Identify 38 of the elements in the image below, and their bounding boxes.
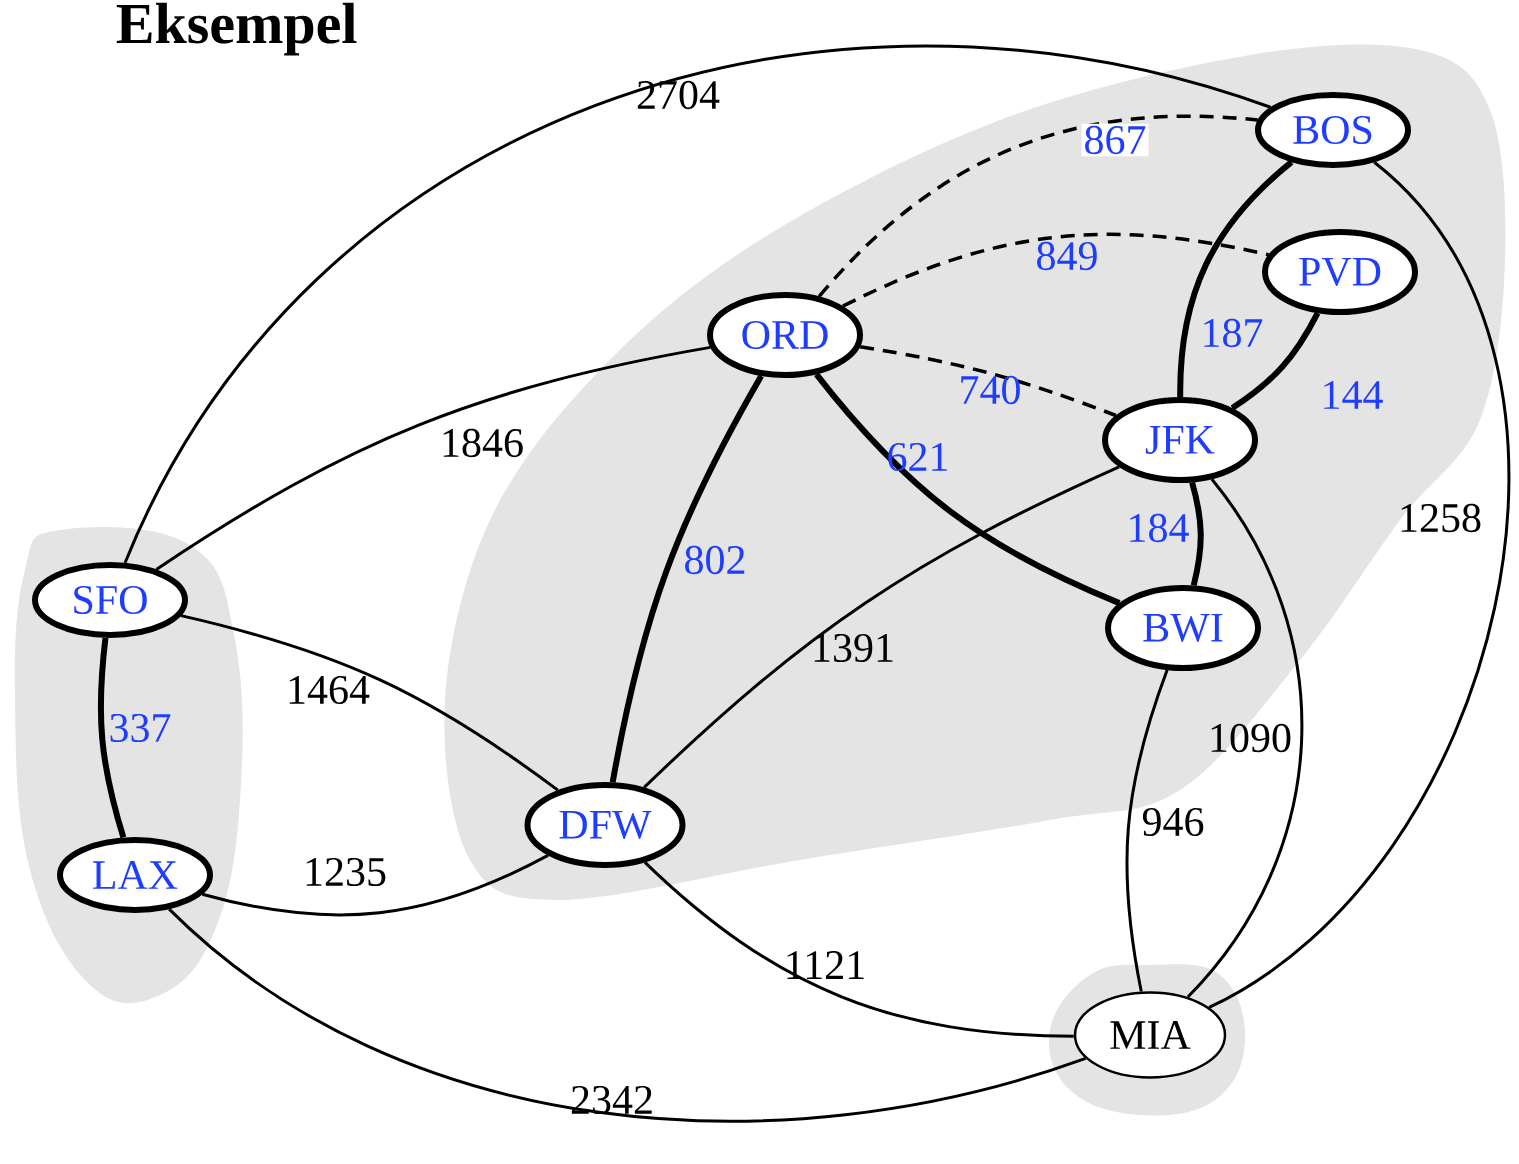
connector-line	[643, 861, 1074, 1038]
edge-label: 337	[110, 713, 171, 743]
edge-label: 621	[888, 442, 947, 472]
connector-line	[817, 114, 1258, 298]
connector-line	[643, 465, 1120, 789]
connector-line	[1189, 481, 1204, 587]
connector-line	[123, 44, 1271, 564]
connector-line	[1186, 478, 1303, 998]
connector-line	[1177, 159, 1294, 398]
edge-label: 1235	[306, 857, 386, 887]
edge-label: 802	[685, 545, 745, 575]
edge-label: 740	[961, 375, 1020, 405]
connector-line	[168, 908, 1087, 1123]
edge-label: 1391	[814, 633, 893, 663]
edge-label: 1258	[1401, 503, 1481, 533]
connector-line	[609, 374, 764, 783]
title: Eksempel	[116, 2, 357, 56]
connector-line	[201, 854, 549, 917]
connector-line	[1125, 669, 1169, 992]
connector-line	[814, 372, 1121, 606]
edge-label: 1090	[1211, 723, 1291, 753]
edge-label: 187	[1204, 318, 1263, 348]
connector-line	[1230, 311, 1321, 411]
connector-line	[155, 345, 711, 571]
connector-line	[1208, 161, 1510, 1009]
connector-line	[859, 345, 1117, 418]
edge-label: 1846	[443, 428, 523, 458]
edge-label: 1121	[787, 951, 864, 979]
connector-line	[97, 637, 127, 839]
edge-label: 144	[1324, 381, 1383, 409]
connector-line	[180, 614, 559, 792]
edge-label: 946	[1142, 807, 1204, 837]
edge-label: 2704	[637, 80, 720, 110]
edge-label: 849	[1037, 241, 1097, 271]
connector-line	[842, 232, 1269, 308]
edge-label: 184	[1130, 513, 1189, 543]
edge-label: 867	[1085, 125, 1146, 155]
edge-label: 1464	[289, 675, 370, 705]
